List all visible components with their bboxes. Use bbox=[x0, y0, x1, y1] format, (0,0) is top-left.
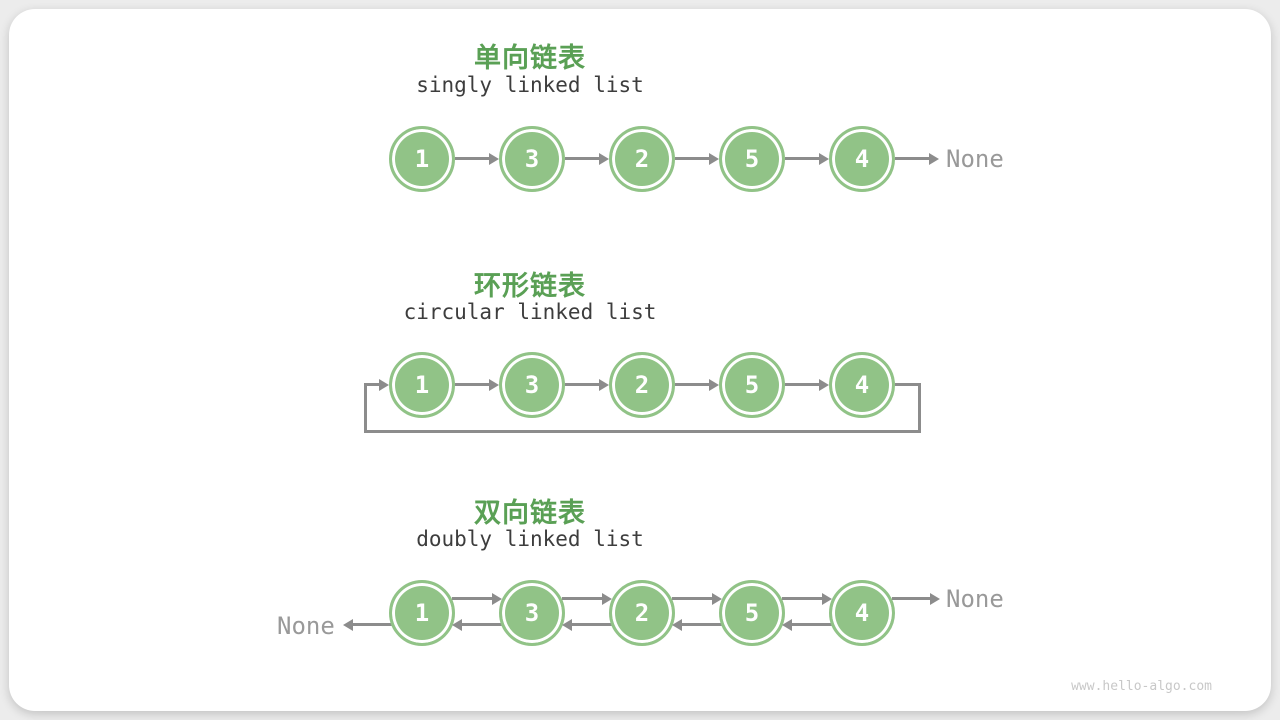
arrow-right-icon bbox=[565, 157, 599, 160]
loop-path-right bbox=[918, 385, 921, 432]
arrow-right-icon bbox=[455, 157, 489, 160]
singly-node-4: 5 bbox=[719, 126, 785, 192]
section-subtitle-doubly: doubly linked list bbox=[416, 527, 644, 551]
node-value: 1 bbox=[414, 599, 430, 627]
node-value: 5 bbox=[744, 371, 760, 399]
section-title-doubly: 双向链表 bbox=[474, 498, 586, 529]
watermark: www.hello-algo.com bbox=[1071, 679, 1212, 694]
section-title-circular: 环形链表 bbox=[474, 271, 586, 302]
circular-node-2: 3 bbox=[499, 352, 565, 418]
arrow-right-icon bbox=[672, 597, 712, 600]
node-value: 2 bbox=[634, 371, 650, 399]
node-value: 4 bbox=[854, 145, 870, 173]
arrow-left-icon bbox=[462, 623, 502, 626]
loop-path-top-right bbox=[895, 383, 921, 386]
arrow-right-icon bbox=[455, 383, 489, 386]
arrow-right-icon bbox=[895, 157, 929, 160]
arrow-right-icon bbox=[562, 597, 602, 600]
arrow-right-icon bbox=[892, 597, 930, 600]
circular-node-4: 5 bbox=[719, 352, 785, 418]
doubly-node-2: 3 bbox=[499, 580, 565, 646]
arrow-right-icon bbox=[452, 597, 492, 600]
section-title-singly: 单向链表 bbox=[474, 43, 586, 74]
arrow-left-icon bbox=[682, 623, 722, 626]
none-label-singly: None bbox=[946, 145, 1004, 173]
node-value: 5 bbox=[744, 145, 760, 173]
singly-node-1: 1 bbox=[389, 126, 455, 192]
section-subtitle-circular: circular linked list bbox=[403, 300, 657, 324]
arrow-right-icon bbox=[565, 383, 599, 386]
arrow-right-icon bbox=[785, 157, 819, 160]
doubly-node-4: 5 bbox=[719, 580, 785, 646]
circular-node-5: 4 bbox=[829, 352, 895, 418]
node-value: 3 bbox=[524, 145, 540, 173]
section-subtitle-singly: singly linked list bbox=[416, 73, 644, 97]
doubly-node-3: 2 bbox=[609, 580, 675, 646]
node-value: 1 bbox=[414, 145, 430, 173]
arrow-right-icon bbox=[785, 383, 819, 386]
node-value: 3 bbox=[524, 599, 540, 627]
node-value: 4 bbox=[854, 599, 870, 627]
singly-node-2: 3 bbox=[499, 126, 565, 192]
node-value: 5 bbox=[744, 599, 760, 627]
node-value: 2 bbox=[634, 599, 650, 627]
none-label-doubly-left: None bbox=[277, 612, 335, 640]
none-label-doubly-right: None bbox=[946, 585, 1004, 613]
doubly-node-5: 4 bbox=[829, 580, 895, 646]
node-value: 1 bbox=[414, 371, 430, 399]
circular-node-3: 2 bbox=[609, 352, 675, 418]
node-value: 4 bbox=[854, 371, 870, 399]
arrow-right-icon bbox=[675, 383, 709, 386]
arrow-right-icon bbox=[782, 597, 822, 600]
circular-node-1: 1 bbox=[389, 352, 455, 418]
singly-node-5: 4 bbox=[829, 126, 895, 192]
node-value: 3 bbox=[524, 371, 540, 399]
singly-node-3: 2 bbox=[609, 126, 675, 192]
loop-arrow-right-icon bbox=[364, 383, 379, 386]
doubly-node-1: 1 bbox=[389, 580, 455, 646]
arrow-right-icon bbox=[675, 157, 709, 160]
arrow-left-icon bbox=[572, 623, 612, 626]
loop-path-left bbox=[364, 386, 367, 432]
arrow-left-icon bbox=[353, 623, 392, 626]
node-value: 2 bbox=[634, 145, 650, 173]
arrow-left-icon bbox=[792, 623, 832, 626]
loop-path-bottom bbox=[364, 430, 921, 433]
